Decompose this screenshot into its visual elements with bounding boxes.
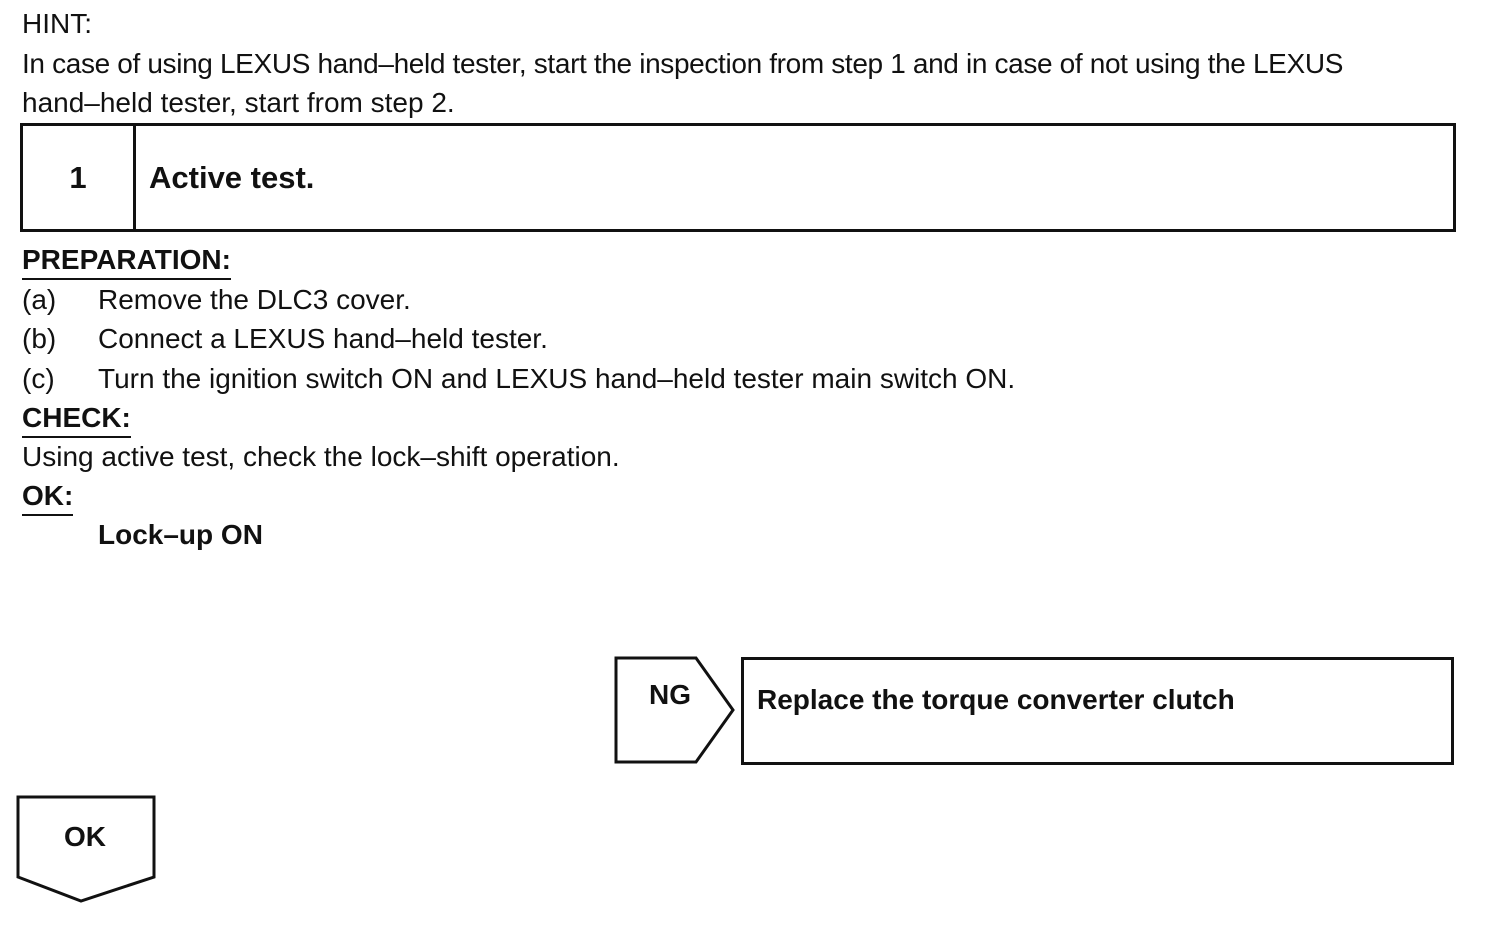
list-item-text: Turn the ignition switch ON and LEXUS ha… — [98, 363, 1016, 394]
list-marker: (b) — [22, 323, 57, 354]
preparation-item: (c) Turn the ignition switch ON and LEXUS… — [22, 359, 1015, 398]
ok-label: OK — [64, 821, 106, 852]
preparation-item: (b) Connect a LEXUS hand–held tester. — [22, 319, 548, 358]
check-heading: CHECK: — [22, 400, 131, 438]
step-number: 1 — [69, 160, 87, 195]
preparation-heading: PREPARATION: — [22, 242, 231, 280]
list-item-text: Remove the DLC3 cover. — [98, 284, 411, 315]
ok-value: Lock–up ON — [98, 519, 263, 550]
ng-label: NG — [649, 679, 691, 710]
hint-text-line-1: In case of using LEXUS hand–held tester,… — [22, 48, 1344, 79]
ng-result-text: Replace the torque converter clutch — [757, 684, 1235, 715]
ok-heading: OK: — [22, 478, 74, 516]
ok-arrow-shape — [16, 795, 156, 903]
step-header-box: 1 Active test. — [20, 123, 1456, 232]
list-marker: (c) — [22, 363, 55, 394]
ng-result-box: Replace the torque converter clutch — [741, 657, 1454, 765]
check-text: Using active test, check the lock–shift … — [22, 441, 620, 472]
hint-text-line-2: hand–held tester, start from step 2. — [22, 87, 455, 118]
ng-arrow-shape — [614, 656, 735, 764]
list-item-text: Connect a LEXUS hand–held tester. — [98, 323, 548, 354]
step-divider — [133, 126, 136, 229]
preparation-item: (a) Remove the DLC3 cover. — [22, 280, 411, 319]
list-marker: (a) — [22, 284, 57, 315]
hint-label: HINT: — [22, 8, 92, 39]
step-title: Active test. — [149, 160, 315, 195]
